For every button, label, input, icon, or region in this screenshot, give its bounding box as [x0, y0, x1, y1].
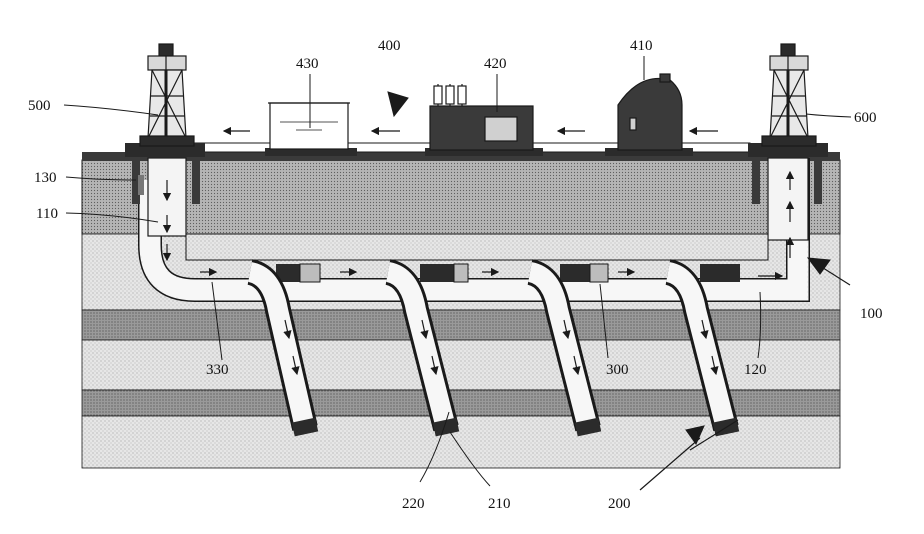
layer-dark-1 — [82, 310, 840, 340]
box-unit-icon — [430, 84, 533, 150]
label-200: 200 — [608, 496, 631, 512]
label-130: 130 — [34, 170, 57, 186]
label-430: 430 — [296, 56, 319, 72]
derrick-icon — [762, 44, 816, 146]
label-210: 210 — [488, 496, 511, 512]
label-400: 400 — [378, 38, 401, 54]
tank-icon — [268, 103, 350, 149]
label-330: 330 — [206, 362, 229, 378]
label-420: 420 — [484, 56, 507, 72]
label-100: 100 — [860, 306, 883, 322]
derrick-icon — [140, 44, 194, 146]
label-300: 300 — [606, 362, 629, 378]
dome-unit-icon — [618, 74, 682, 150]
label-410: 410 — [630, 38, 653, 54]
upper-band — [186, 234, 768, 260]
label-600: 600 — [854, 110, 877, 126]
label-220: 220 — [402, 496, 425, 512]
label-500: 500 — [28, 98, 51, 114]
label-110: 110 — [36, 206, 58, 222]
label-120: 120 — [744, 362, 767, 378]
